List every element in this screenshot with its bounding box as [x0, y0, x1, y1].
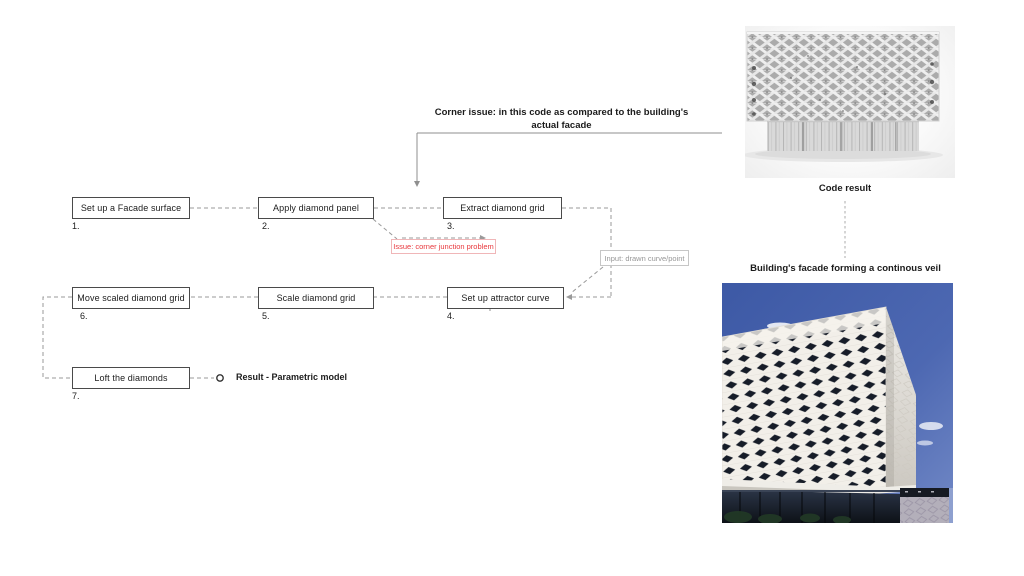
issue-tag-label: Issue: corner junction problem: [393, 242, 494, 251]
step-2-label: Apply diamond panel: [273, 203, 359, 213]
result-node-circle: [216, 374, 224, 382]
photo-illustration: [722, 283, 953, 523]
step-3-number: 3.: [447, 221, 455, 231]
issue-diagonal-line: [372, 218, 398, 240]
step-2-number: 2.: [262, 221, 270, 231]
facade-photo: [722, 283, 953, 523]
step-6-label: Move scaled diamond grid: [77, 293, 185, 303]
flow-line-6-7: [42, 296, 72, 379]
step-box-6: Move scaled diamond grid: [72, 287, 190, 309]
input-tag: Input: drawn curve/point: [600, 250, 689, 266]
render-illustration: [745, 31, 943, 162]
issue-tag: Issue: corner junction problem: [391, 239, 496, 254]
code-result-image: [745, 26, 955, 178]
step-box-3: Extract diamond grid: [443, 197, 562, 219]
step-7-number: 7.: [72, 391, 80, 401]
into-4-arrowhead: [566, 294, 572, 300]
step-6-number: 6.: [80, 311, 88, 321]
input-tag-label: Input: drawn curve/point: [604, 253, 685, 263]
step-3-label: Extract diamond grid: [460, 203, 545, 213]
step-4-number: 4.: [447, 311, 455, 321]
corner-issue-note: Corner issue: in this code as compared t…: [404, 106, 719, 133]
step-7-label: Loft the diamonds: [94, 373, 168, 383]
result-label: Result - Parametric model: [236, 372, 348, 382]
step-5-number: 5.: [262, 311, 270, 321]
input-diagonal-line: [570, 266, 604, 294]
step-1-number: 1.: [72, 221, 80, 231]
step-1-label: Set up a Facade surface: [80, 203, 182, 213]
step-5-label: Scale diamond grid: [276, 293, 356, 303]
photo-caption: Building's facade forming a continous ve…: [750, 263, 941, 274]
corner-issue-note-line2: actual facade: [531, 120, 592, 132]
code-result-caption: Code result: [818, 183, 872, 194]
corner-issue-note-line1: Corner issue: in this code as compared t…: [434, 107, 689, 118]
step-box-2: Apply diamond panel: [258, 197, 374, 219]
corner-note-arrowhead: [414, 181, 420, 187]
step-box-4: Set up attractor curve: [447, 287, 564, 309]
step-4-label: Set up attractor curve: [461, 293, 550, 303]
step-box-7: Loft the diamonds: [72, 367, 190, 389]
step-box-1: Set up a Facade surface: [72, 197, 190, 219]
step-box-5: Scale diamond grid: [258, 287, 374, 309]
